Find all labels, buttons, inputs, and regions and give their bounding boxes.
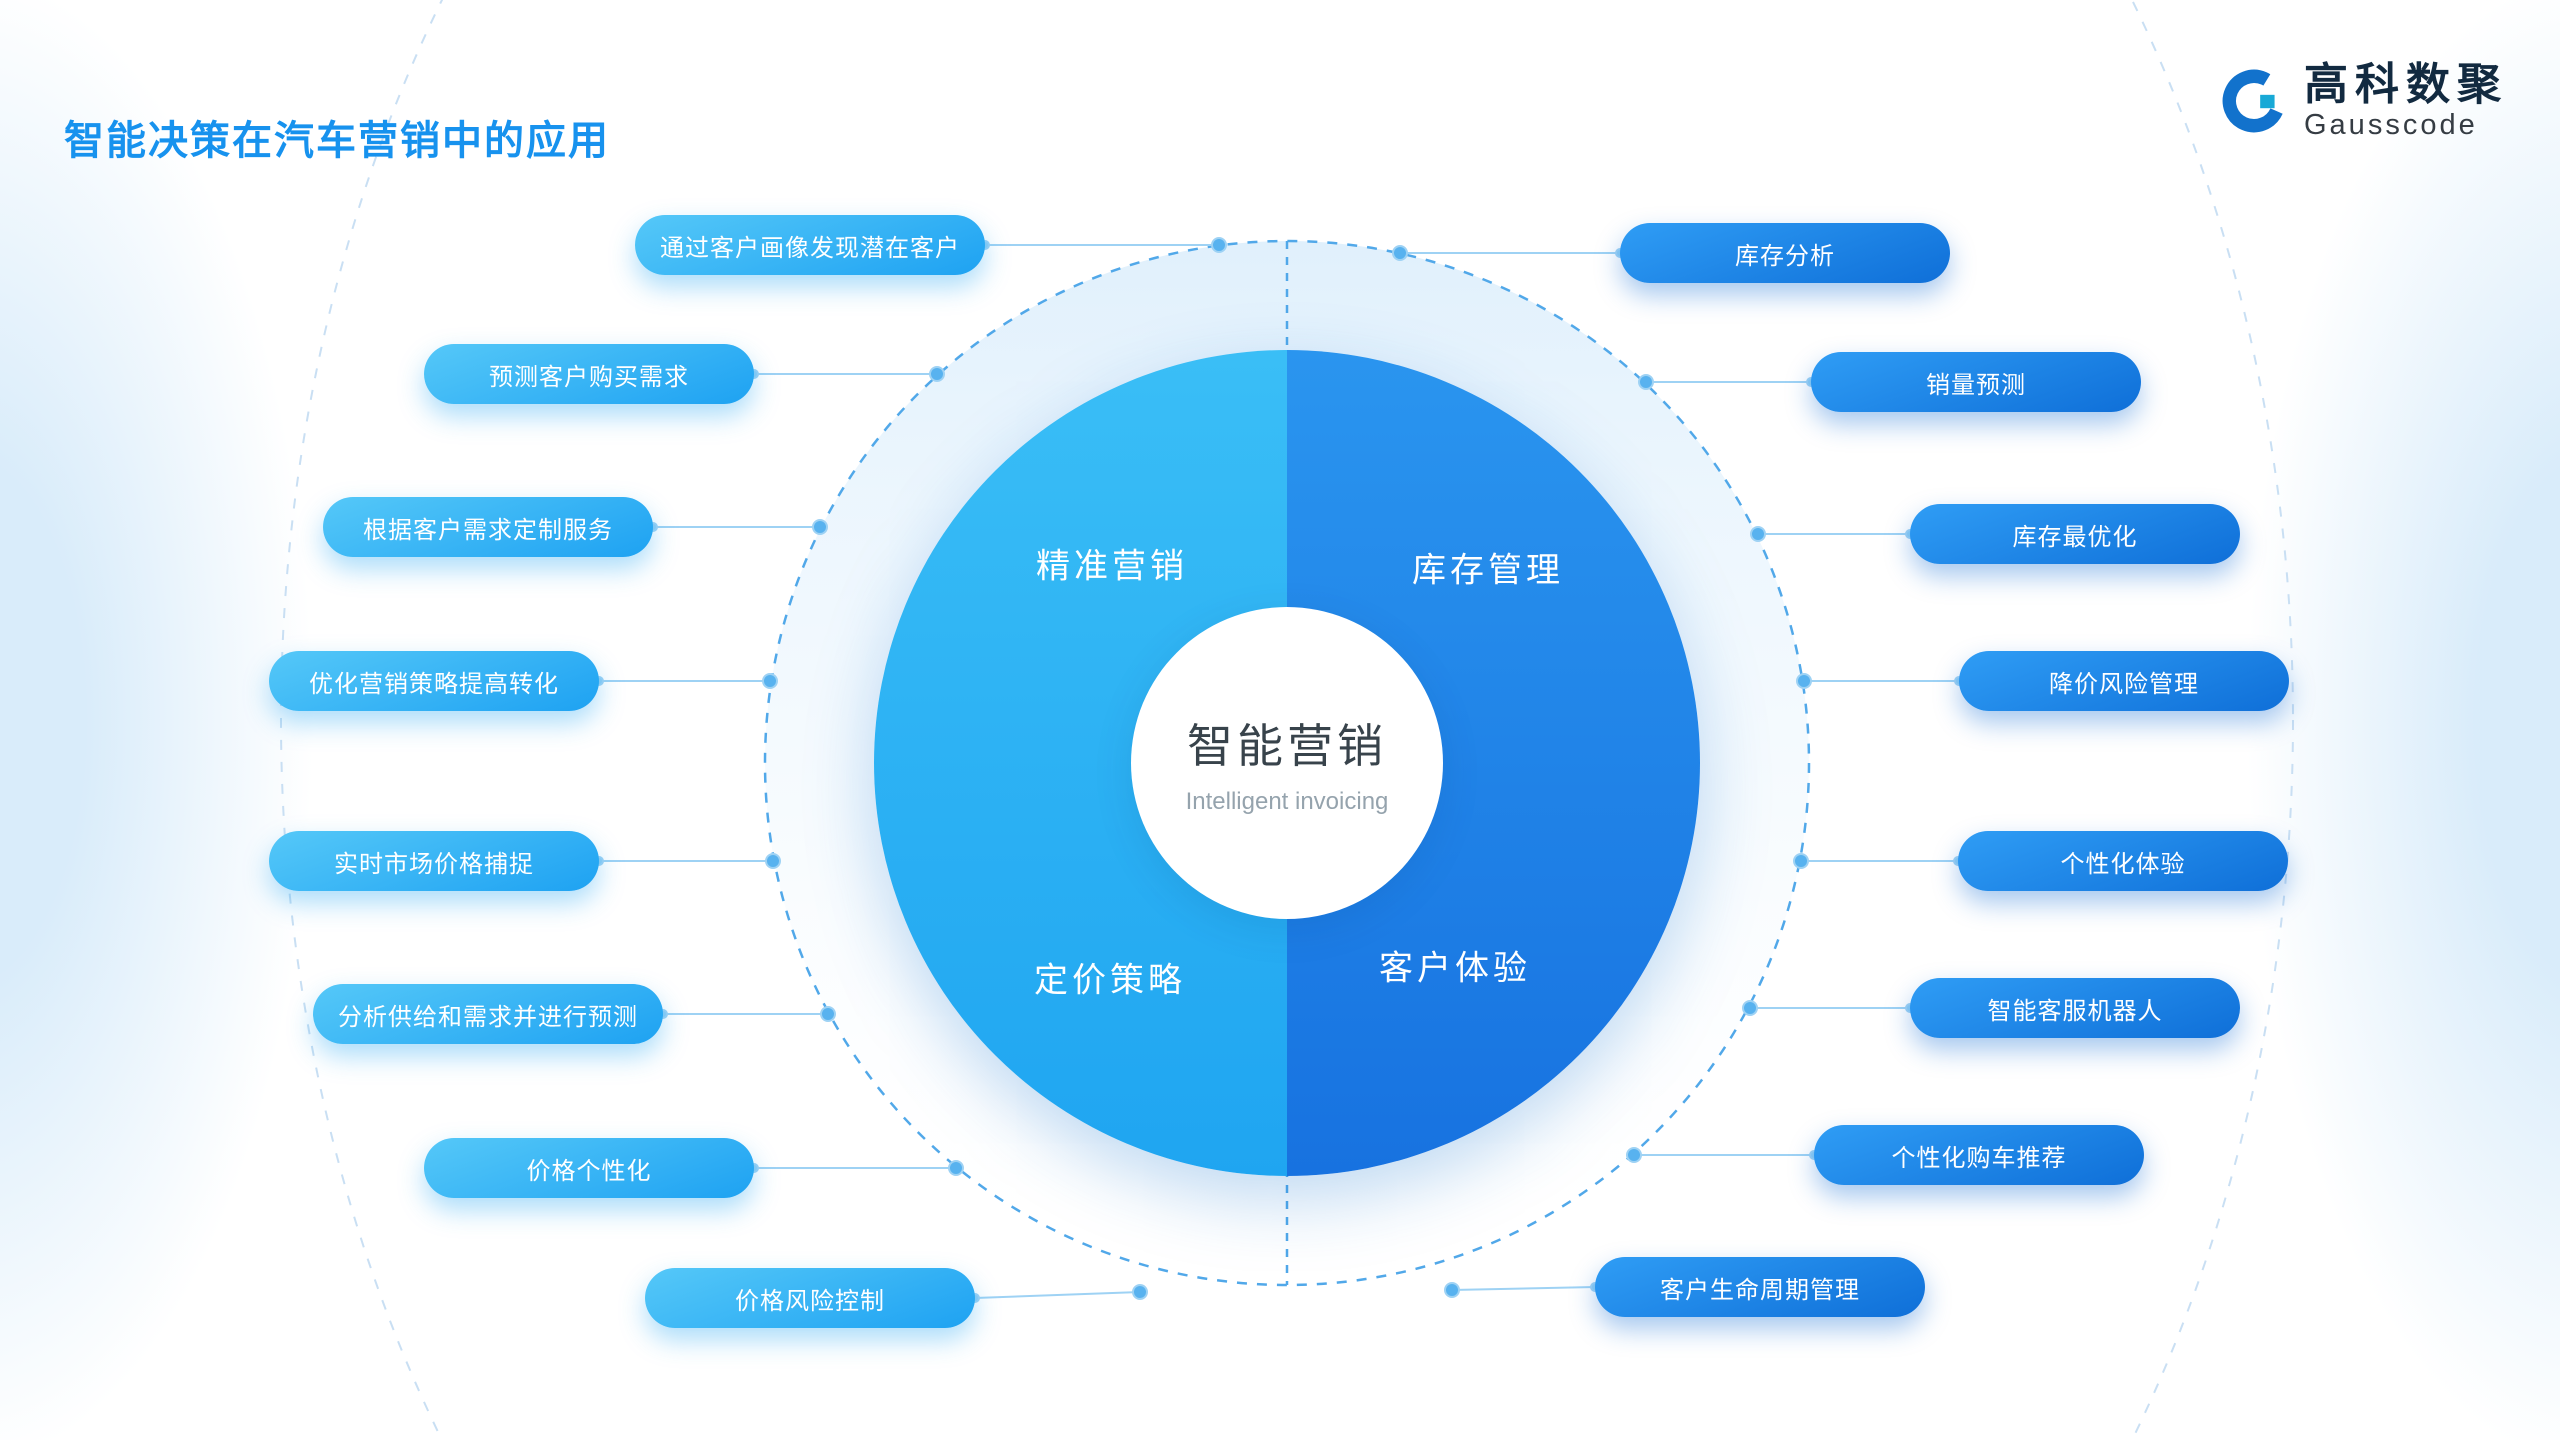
pill-left-6: 分析供给和需求并进行预测 (313, 984, 663, 1044)
center-subtitle: Intelligent invoicing (1185, 788, 1389, 815)
connector (594, 853, 781, 869)
quadrant-label-precision-marketing: 精准营销 (1036, 547, 1188, 586)
logo: 高科数聚 Gausscode (2218, 60, 2508, 142)
pill-left-4: 优化营销策略提高转化 (269, 651, 599, 711)
connector (749, 1160, 964, 1176)
pill-right-1: 库存分析 (1620, 223, 1950, 283)
connector (1626, 1147, 1819, 1163)
logo-brand-name: Gausscode (2304, 109, 2478, 142)
pill-right-2: 销量预测 (1811, 352, 2141, 412)
connector (1638, 374, 1816, 390)
connector (1742, 1000, 1915, 1016)
connector (970, 1284, 1148, 1303)
connector (594, 673, 778, 689)
logo-company-name: 高科数聚 (2304, 60, 2508, 109)
pill-right-4: 降价风险管理 (1959, 651, 2289, 711)
pill-left-3: 根据客户需求定制服务 (323, 497, 653, 557)
pill-right-7: 个性化购车推荐 (1814, 1125, 2144, 1185)
connector (658, 1006, 836, 1022)
pill-left-7: 价格个性化 (424, 1138, 754, 1198)
connector (1793, 853, 1963, 869)
connector (648, 519, 828, 535)
pill-left-2: 预测客户购买需求 (424, 344, 754, 404)
page-title: 智能决策在汽车营销中的应用 (64, 119, 610, 163)
center-hub: 智能营销 Intelligent invoicing (1131, 607, 1443, 919)
gausscode-logo-icon (2222, 69, 2286, 133)
pill-right-3: 库存最优化 (1910, 504, 2240, 564)
pill-right-5: 个性化体验 (1958, 831, 2288, 891)
connector (749, 366, 945, 382)
pill-left-5: 实时市场价格捕捉 (269, 831, 599, 891)
quadrant-label-inventory-management: 库存管理 (1412, 551, 1564, 590)
pill-right-8: 客户生命周期管理 (1595, 1257, 1925, 1317)
quadrant-label-customer-experience: 客户体验 (1379, 949, 1531, 988)
center-title: 智能营销 (1187, 720, 1387, 772)
pill-left-1: 通过客户画像发现潜在客户 (635, 215, 985, 275)
pill-right-6: 智能客服机器人 (1910, 978, 2240, 1038)
connector (1750, 526, 1915, 542)
connector (1444, 1282, 1600, 1298)
connector (1796, 673, 1964, 689)
quadrant-label-pricing-strategy: 定价策略 (1034, 961, 1186, 1000)
pill-left-8: 价格风险控制 (645, 1268, 975, 1328)
connector (1392, 245, 1625, 261)
